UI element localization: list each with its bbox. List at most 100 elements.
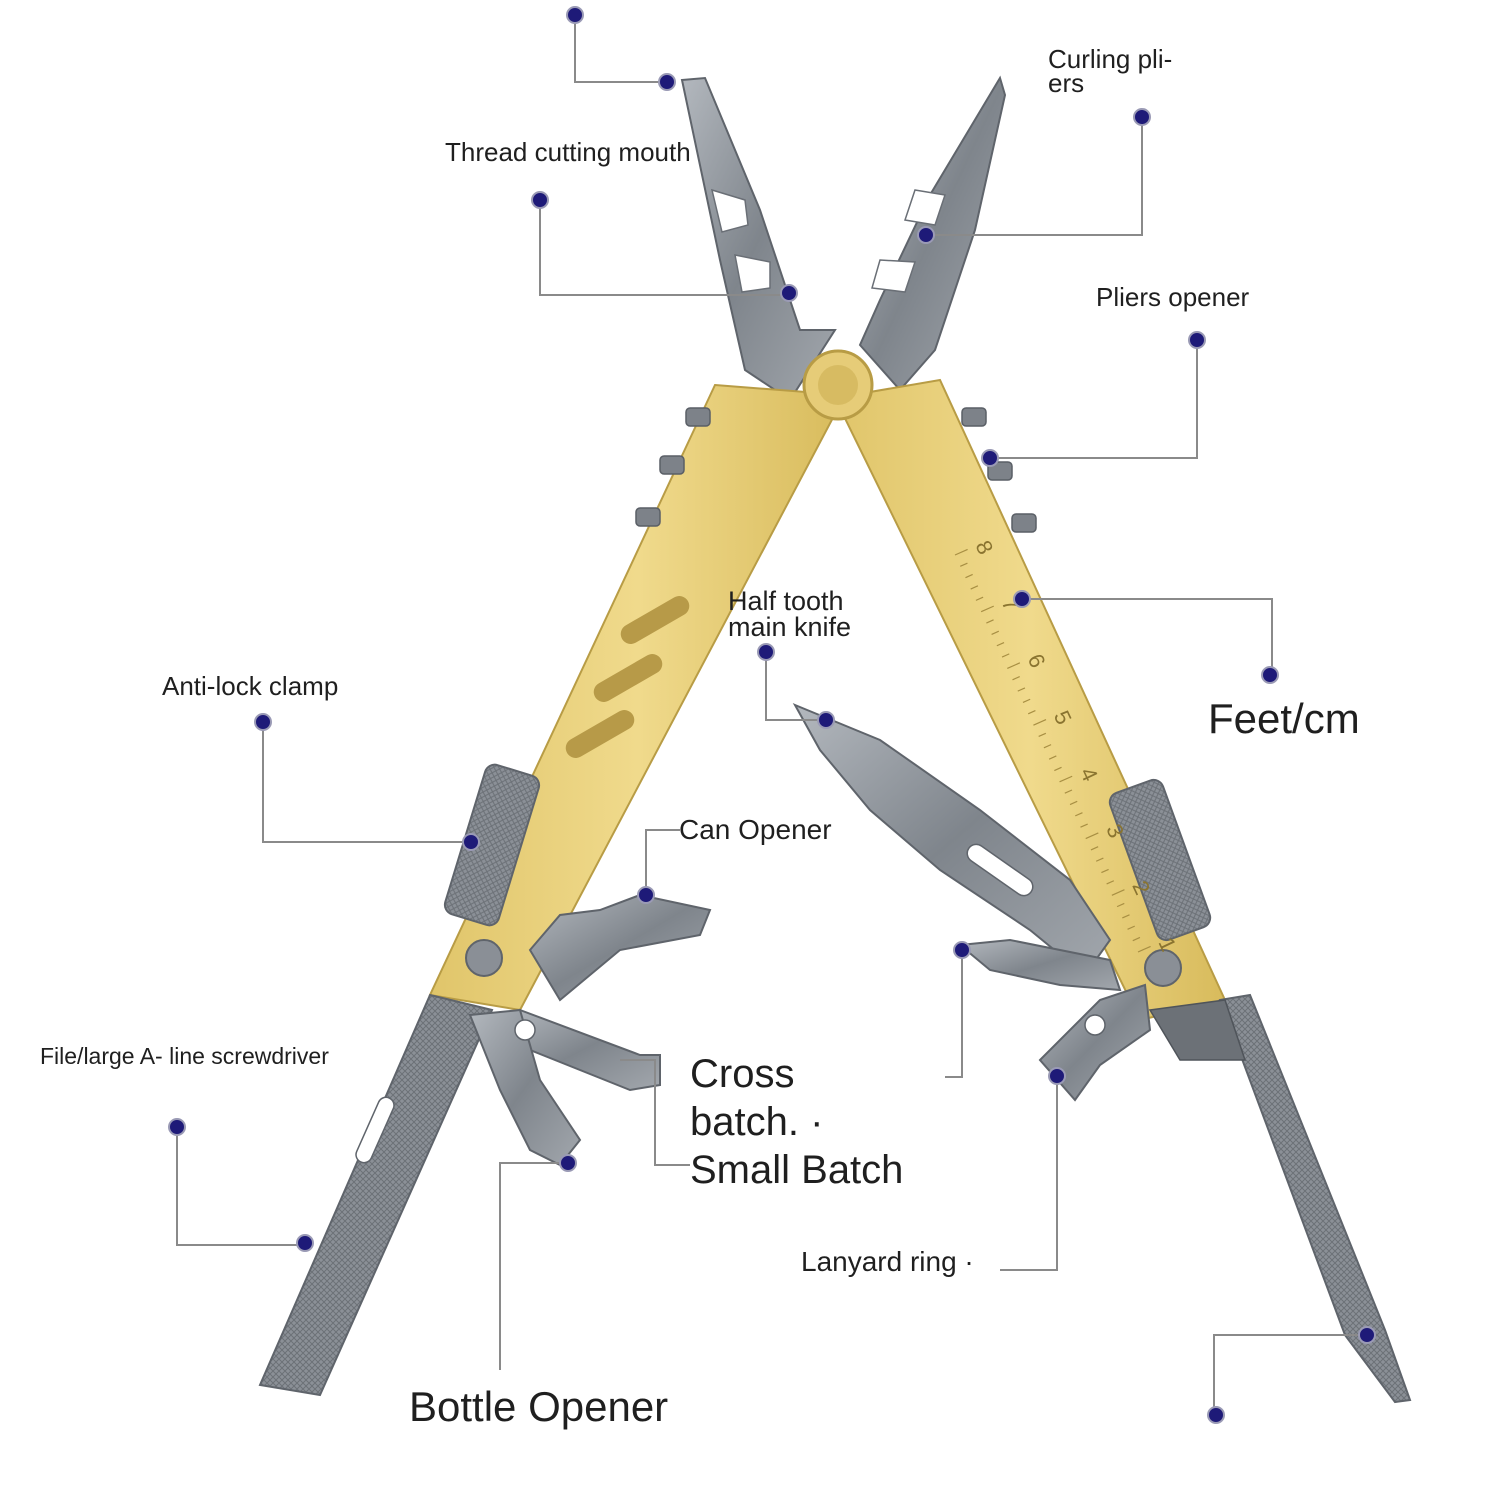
callout-dot xyxy=(658,73,676,91)
label-can-opener: Can Opener xyxy=(679,814,832,845)
ruler-tick xyxy=(1137,945,1151,953)
callout-dot xyxy=(757,643,775,661)
callout-dot xyxy=(637,886,655,904)
right-handle-rivet xyxy=(1144,949,1182,987)
callout-dot xyxy=(296,1234,314,1252)
left-jaw xyxy=(680,76,837,402)
ruler-tick xyxy=(1122,914,1130,919)
label-half-tooth-main-knife: Half tooth main knife xyxy=(728,586,852,642)
callout-dot xyxy=(559,1154,577,1172)
opener-tools xyxy=(468,893,712,1167)
leader-cross-batch xyxy=(620,1059,690,1166)
ruler-tick xyxy=(1048,755,1057,760)
leader-awl xyxy=(945,950,963,1078)
ruler-tick xyxy=(1017,687,1026,692)
leader-curling-pliers xyxy=(926,117,1143,236)
ruler-tick xyxy=(996,641,1005,647)
label-feet-cm: Feet/cm xyxy=(1208,695,1360,742)
callout-dot xyxy=(566,6,584,24)
label-anti-lock-clamp: Anti-lock clamp xyxy=(162,671,339,701)
label-cross-batch-line1: Cross xyxy=(690,1052,795,1096)
callout-dot xyxy=(1261,666,1279,684)
leader-pliers-opener xyxy=(990,340,1198,459)
side-screws xyxy=(635,407,1037,533)
ruler-tick xyxy=(965,573,973,579)
ruler-tick xyxy=(1127,925,1135,930)
callout-dot xyxy=(780,284,798,302)
ruler-tick xyxy=(1001,653,1010,658)
callout-dot xyxy=(1013,590,1031,608)
callout-dot xyxy=(531,191,549,209)
right-lock-coil xyxy=(1108,778,1212,942)
left-handle-slot xyxy=(565,710,635,758)
lanyard-ring-plate xyxy=(1038,983,1152,1102)
label-curling-pliers-line2: ers xyxy=(1048,68,1085,98)
callout-dot xyxy=(462,833,480,851)
callout-dot xyxy=(254,713,272,731)
callout-dot xyxy=(917,226,935,244)
awl-tool xyxy=(957,938,1122,992)
label-cross-batch-line3: Small Batch xyxy=(690,1148,904,1192)
ruler-tick xyxy=(1075,812,1083,817)
ruler-tick xyxy=(1043,744,1052,749)
ruler-tick xyxy=(1085,832,1099,840)
ruler-tick xyxy=(959,562,968,567)
right-lower-tools xyxy=(957,938,1412,1404)
callout-leaders xyxy=(176,15,1367,1415)
file-screwdriver-blade xyxy=(258,993,494,1397)
leader-feet-cm xyxy=(1022,598,1273,675)
callout-dot xyxy=(168,1118,186,1136)
leader-anti-lock xyxy=(262,722,471,843)
ruler-tick xyxy=(1101,868,1109,874)
leader-half-tooth xyxy=(765,652,826,721)
callout-dot xyxy=(981,449,999,467)
left-handle-rivet xyxy=(465,939,503,977)
ruler-tick xyxy=(1007,662,1021,669)
left-jaw-notch xyxy=(710,188,771,293)
label-cross-batch-line2: batch. · xyxy=(690,1100,824,1144)
left-handle xyxy=(428,383,847,1012)
ruler-tick xyxy=(954,548,968,556)
ruler-tick xyxy=(1054,766,1062,772)
callout-dot xyxy=(817,711,835,729)
ruler-tick xyxy=(1064,789,1073,794)
left-handle-slot xyxy=(593,654,663,702)
callout-dot xyxy=(1207,1406,1225,1424)
label-half-tooth-line2: main knife xyxy=(728,612,852,642)
ruler-tick xyxy=(975,596,984,601)
ruler-tick xyxy=(980,605,994,613)
ruler-tick xyxy=(1022,698,1031,704)
callout-dot xyxy=(1358,1326,1376,1344)
label-file-screwdriver: File/large A- line screwdriver xyxy=(40,1043,329,1069)
callout-dot xyxy=(1188,331,1206,349)
ruler-tick xyxy=(970,585,979,590)
label-cross-batch: Cross batch. · Small Batch xyxy=(690,1050,903,1194)
label-curling-pliers: Curling pli- ers xyxy=(1048,44,1173,98)
left-handle-slot xyxy=(620,596,690,644)
ruler-tick xyxy=(1116,902,1125,908)
callout-dots xyxy=(168,6,1376,1424)
leader-needle-file xyxy=(1213,1334,1367,1415)
callout-dot xyxy=(953,941,971,959)
label-lanyard-ring: Lanyard ring · xyxy=(801,1246,974,1277)
right-jaw-notch xyxy=(871,189,946,293)
ruler-tick xyxy=(1027,710,1036,715)
leader-file xyxy=(176,1127,305,1246)
ruler-tick xyxy=(1069,800,1078,806)
label-curling-pliers-line1: Curling pli- xyxy=(1048,44,1173,74)
leader-thread-cutting xyxy=(539,200,789,296)
ruler-tick xyxy=(1132,936,1141,942)
ruler-tick xyxy=(1059,775,1073,783)
can-opener-blade xyxy=(528,893,712,1002)
label-half-tooth-line1: Half tooth xyxy=(728,586,844,616)
ruler-tick xyxy=(1106,880,1115,885)
pivot-bolt-cap xyxy=(818,365,858,405)
label-bottle-opener: Bottle Opener xyxy=(409,1383,669,1430)
callout-dot xyxy=(1133,108,1151,126)
ruler-tick xyxy=(1095,857,1104,862)
label-thread-cutting-mouth: Thread cutting mouth xyxy=(445,137,691,167)
ruler-tick xyxy=(1012,676,1020,681)
